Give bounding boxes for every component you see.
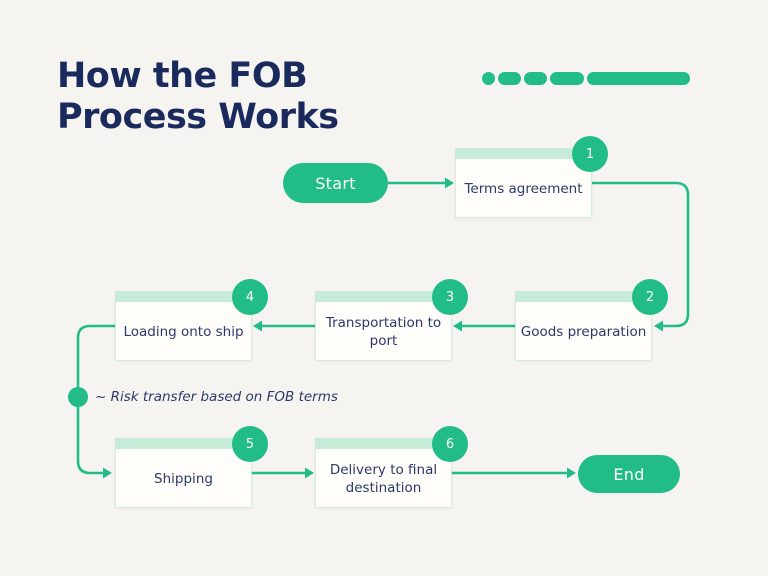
start-label: Start — [315, 173, 356, 193]
card-header-strip — [114, 437, 253, 449]
step-label: Shipping — [154, 470, 213, 487]
page-title: How the FOB Process Works — [57, 56, 339, 138]
card-header-strip — [114, 290, 253, 302]
step-card-terms-agreement: 1 Terms agreement — [454, 136, 608, 218]
risk-transfer-dot-icon — [68, 387, 88, 407]
step-card-goods-preparation: 2 Goods preparation — [514, 279, 668, 361]
step-card-loading-onto-ship: 4 Loading onto ship — [114, 279, 268, 361]
decor-bar — [524, 72, 547, 85]
step-number-badge: 3 — [432, 279, 468, 315]
decor-bar — [587, 72, 690, 85]
page-title-line1: How the FOB — [57, 56, 308, 96]
card-header-strip — [314, 290, 453, 302]
decor-bar — [498, 72, 521, 85]
card-header-strip — [454, 147, 593, 159]
step-number-badge: 5 — [232, 426, 268, 462]
card-header-strip — [314, 437, 453, 449]
end-node: End — [578, 455, 680, 493]
step-number-badge: 4 — [232, 279, 268, 315]
decor-dot — [482, 72, 495, 85]
step-number-badge: 6 — [432, 426, 468, 462]
arrowhead-right-icon — [305, 467, 314, 479]
step-card-transportation-to-port: 3 Transportation to port — [314, 279, 468, 361]
step-card-shipping: 5 Shipping — [114, 426, 268, 508]
arrowhead-right-icon — [567, 467, 576, 479]
step-number-badge: 1 — [572, 136, 608, 172]
risk-transfer-annotation: ~ Risk transfer based on FOB terms — [95, 389, 338, 405]
step-label: Transportation to port — [325, 314, 442, 349]
end-label: End — [613, 464, 645, 484]
arrowhead-left-icon — [253, 320, 262, 332]
card-header-strip — [514, 290, 653, 302]
step-number-badge: 2 — [632, 279, 668, 315]
arrowhead-right-icon — [103, 467, 112, 479]
step-label: Delivery to final destination — [329, 461, 438, 496]
arrowhead-right-icon — [445, 177, 454, 189]
step-label: Goods preparation — [520, 323, 647, 340]
decor-bar — [550, 72, 584, 85]
start-node: Start — [283, 163, 388, 203]
page-title-line2: Process Works — [57, 97, 339, 137]
arrowhead-left-icon — [654, 320, 663, 332]
decorative-dashes — [482, 72, 690, 85]
step-card-delivery-final-destination: 6 Delivery to final destination — [314, 426, 468, 508]
arrowhead-left-icon — [453, 320, 462, 332]
step-label: Loading onto ship — [123, 323, 244, 340]
step-label: Terms agreement — [464, 180, 583, 197]
